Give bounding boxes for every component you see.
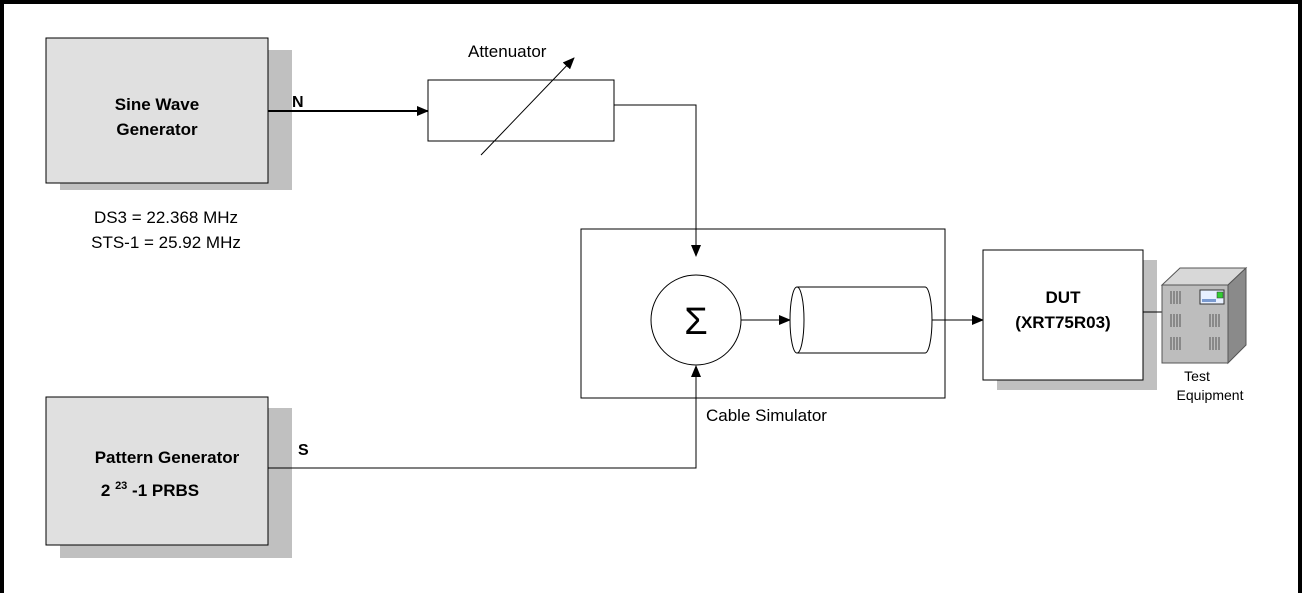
sine-generator-label-1: Sine Wave — [115, 95, 199, 114]
dut-label-1: DUT — [1046, 288, 1082, 307]
cable-simulator-box — [580, 228, 946, 399]
cable-cylinder — [789, 286, 933, 354]
pattern-generator-box — [45, 396, 269, 546]
sine-generator-label-2: Generator — [116, 120, 198, 139]
noise-label: N — [292, 94, 304, 111]
sum-symbol: Σ — [684, 301, 708, 343]
attenuator-box — [427, 79, 615, 142]
test-equipment-label-1: Test — [1184, 368, 1210, 384]
signal-to-sum-line — [268, 365, 701, 469]
test-equipment-icon — [1160, 266, 1248, 365]
attenuator-label: Attenuator — [468, 42, 547, 61]
attenuator-variable-arrow — [480, 57, 575, 156]
signal-label: S — [298, 442, 309, 459]
prbs-exponent: 23 — [115, 480, 127, 492]
attenuator-to-sum-line — [614, 104, 701, 257]
prbs-base: 2 — [101, 481, 115, 500]
pattern-generator-label-2: 2 23 -1 PRBS — [101, 480, 199, 500]
dut-label-2: (XRT75R03) — [1015, 313, 1110, 332]
prbs-suffix: -1 PRBS — [127, 481, 199, 500]
pattern-generator-label-1: Pattern Generator — [95, 448, 240, 467]
ds3-frequency: DS3 = 22.368 MHz — [94, 208, 238, 227]
test-equipment-label-2: Equipment — [1177, 387, 1244, 403]
dut-box — [982, 249, 1144, 381]
sine-generator-box — [45, 37, 269, 184]
sts1-frequency: STS-1 = 25.92 MHz — [91, 233, 241, 252]
cable-simulator-label: Cable Simulator — [706, 406, 827, 425]
